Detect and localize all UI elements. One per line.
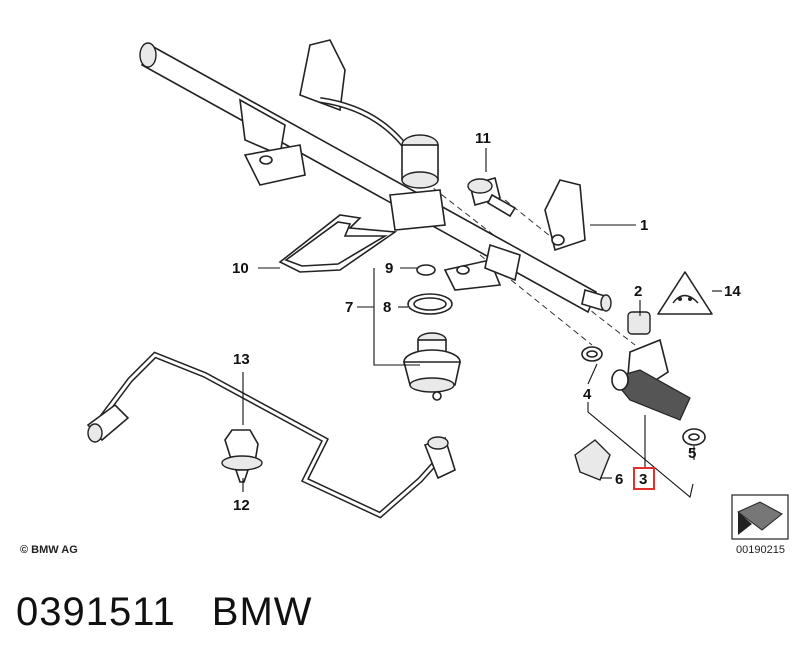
sensor-cable <box>86 351 456 519</box>
gasket <box>278 214 398 273</box>
callout-7: 7 <box>345 299 353 316</box>
copyright-text: © BMW AG <box>20 544 78 556</box>
part-caption: 0391511 BMW <box>16 590 313 635</box>
callout-3-highlight-box <box>633 467 655 490</box>
callout-6: 6 <box>615 471 623 488</box>
cable-clip <box>221 429 263 483</box>
callout-labels: 1 2 3 4 5 6 7 8 9 10 11 12 13 14 <box>232 130 741 514</box>
fuel-rail <box>139 39 612 314</box>
direction-arrow-icon <box>731 494 789 540</box>
callout-2: 2 <box>634 283 642 300</box>
callout-1: 1 <box>640 217 648 234</box>
injector-parts <box>574 311 706 481</box>
callout-4: 4 <box>583 386 592 403</box>
warning-triangle-icon <box>657 271 713 315</box>
pressure-regulator <box>402 332 461 401</box>
callout-3: 3 <box>639 471 647 488</box>
seal-rings <box>407 264 453 315</box>
brand-name: BMW <box>211 590 313 634</box>
parts-diagram: 1 2 3 4 5 6 7 8 9 10 11 12 13 14 © BMW A… <box>20 39 789 556</box>
bolt <box>467 177 517 218</box>
callout-8: 8 <box>383 299 391 316</box>
callout-5: 5 <box>688 445 696 462</box>
part-number: 0391511 <box>16 590 176 634</box>
callout-11: 11 <box>475 130 491 147</box>
diagram-number: 00190215 <box>736 544 785 556</box>
callout-10: 10 <box>232 260 249 277</box>
callout-12: 12 <box>233 497 250 514</box>
callout-14: 14 <box>724 283 741 300</box>
callout-13: 13 <box>233 351 250 368</box>
leader-lines <box>242 148 722 498</box>
callout-9: 9 <box>385 260 393 277</box>
